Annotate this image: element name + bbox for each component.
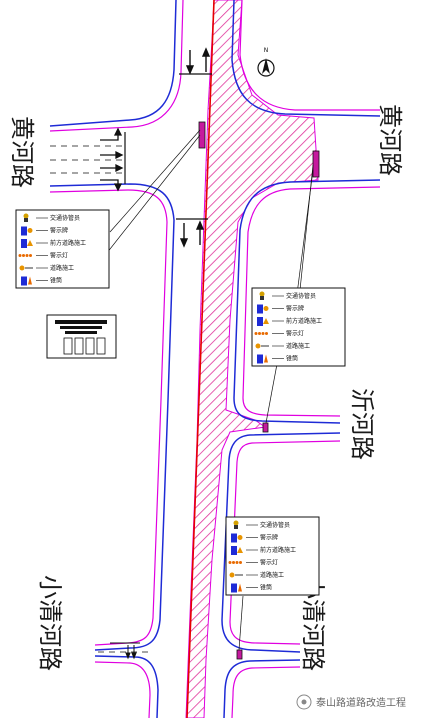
warning-sign-icon [21,226,33,236]
legend-label: 锥筒 [50,277,62,285]
warning-light-icon [18,254,32,257]
legend-label: 警示牌 [286,305,304,313]
road-construction-icon [19,265,33,271]
warning-sign-icon [231,533,243,543]
north-compass-icon: N [257,47,275,77]
arrow-down-icon [179,223,189,248]
road-edge-east-bottom [223,659,301,718]
road-construction-icon [255,343,269,349]
legend-label: 前方道路施工 [260,546,296,554]
legend-label: 交通协管员 [286,292,316,300]
road-name-yihe: 沂河路 [348,388,376,460]
centerline [186,0,215,718]
legend-frame [225,516,320,596]
road-edge-east-north [231,0,381,117]
road-name-huanghe-west: 黄河路 [8,116,36,188]
legend-label: 警示牌 [50,227,68,235]
roadwork-ahead-sign-icon [231,546,243,555]
legend-frame [15,209,110,289]
legend-label: 道路施工 [50,264,74,272]
legend-label: 锥筒 [286,355,298,363]
road-boundary-east-mid [242,186,381,417]
road-edge-east-mid [233,179,381,424]
arrow-left-turn-icon [100,127,123,141]
road-boundary-east-north [239,0,380,111]
barrier-marker [262,422,269,433]
arrow-down-icon [185,50,195,75]
road-edge-west-north [49,0,177,127]
barrier-marker [198,121,206,149]
legend-frame [251,287,346,367]
watermark-text: 泰山路道路改造工程 [316,696,406,709]
arrow-up-icon [201,47,211,72]
legend-label: 交通协管员 [260,521,290,529]
warning-light-icon [254,332,268,335]
arrow-up-icon [195,220,205,245]
roadwork-ahead-sign-icon [21,239,33,248]
legend-label: 警示灯 [260,559,278,567]
traffic-cone-icon [257,354,268,364]
legend-label: 交通协管员 [50,214,80,222]
legend-label: 道路施工 [286,342,310,350]
arrow-right-turn-icon [100,179,123,192]
traffic-cone-icon [231,583,242,593]
warning-sign-icon [257,304,269,314]
arrow-down-icon [131,645,137,660]
road-edge-west-south [94,655,159,718]
legend-label: 警示牌 [260,534,278,542]
arrow-down-icon [125,645,131,660]
road-construction-icon [229,572,243,578]
legend-label: 道路施工 [260,571,284,579]
warning-light-icon [228,561,242,564]
barrier-marker [236,649,243,660]
legend-label: 警示灯 [50,252,68,260]
road-boundary-west-north [49,0,184,132]
compass-label: N [264,47,269,54]
roadwork-ahead-sign-icon [257,317,269,326]
arrow-straight-icon [100,150,124,160]
legend-label: 锥筒 [260,584,272,592]
legend-label: 警示灯 [286,330,304,338]
legend-label: 前方道路施工 [286,317,322,325]
traffic-warden-icon [23,213,29,222]
traffic-warden-icon [233,520,239,529]
traffic-warden-icon [259,291,265,300]
detour-sign [46,314,117,359]
road-boundary-east-bottom [231,666,301,718]
barrier-marker [312,150,320,178]
legend-label: 前方道路施工 [50,239,86,247]
arrow-straight-icon [100,163,124,173]
road-name-xiaoqinghe-west: 小清河路 [36,575,64,671]
watermark: 泰山路道路改造工程 [296,694,406,710]
construction-zone [185,0,319,718]
road-boundary-west-south [94,661,151,718]
road-name-huanghe-east: 黄河路 [376,104,404,176]
road-edge-west-mid [49,183,175,651]
traffic-cone-icon [21,276,32,286]
